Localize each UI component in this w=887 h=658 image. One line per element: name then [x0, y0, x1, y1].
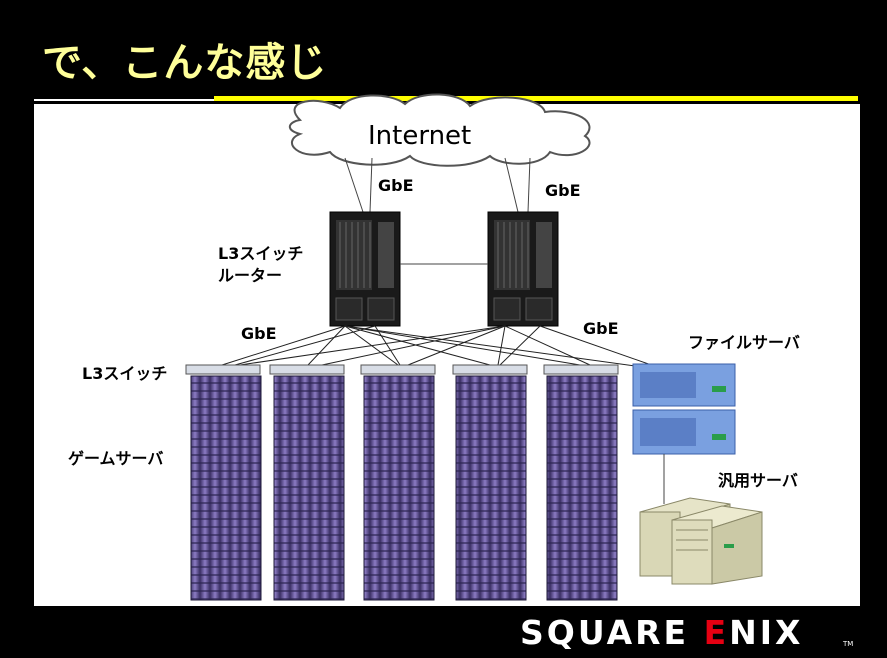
uplink-lines [344, 157, 531, 213]
router-right-icon [487, 211, 559, 327]
router-label-line1: L3スイッチ [218, 244, 304, 263]
file-server-icon [632, 363, 736, 455]
title-rule-left [34, 99, 214, 101]
gbe-label-right-mid: GbE [583, 319, 619, 338]
internet-label: Internet [368, 121, 472, 151]
gbe-label-left-top: GbE [378, 176, 414, 195]
title-rule-right [214, 96, 858, 101]
l3-switch-row [185, 364, 619, 375]
l3-switch-label: L3スイッチ [82, 364, 168, 383]
logo-suffix: NIX [729, 613, 804, 652]
game-server-label: ゲームサーバ [68, 449, 164, 468]
gbe-label-left-mid: GbE [241, 324, 277, 343]
game-server-racks [190, 375, 618, 601]
general-server-icon [639, 497, 763, 585]
general-server-label: 汎用サーバ [718, 471, 798, 490]
square-enix-logo: SQUARE ENIX [520, 616, 803, 650]
router-label-line2: ルーター [218, 266, 283, 285]
slide-title: で、こんな感じ [42, 40, 328, 86]
file-server-label: ファイルサーバ [688, 333, 800, 352]
router-left-icon [329, 211, 401, 327]
logo-accent: E [703, 613, 730, 652]
logo-trademark: TM [843, 640, 854, 648]
gbe-label-right-top: GbE [545, 181, 581, 200]
mesh-lines [221, 325, 661, 369]
logo-prefix: SQUARE [520, 613, 704, 652]
internet-cloud-icon [288, 93, 591, 167]
